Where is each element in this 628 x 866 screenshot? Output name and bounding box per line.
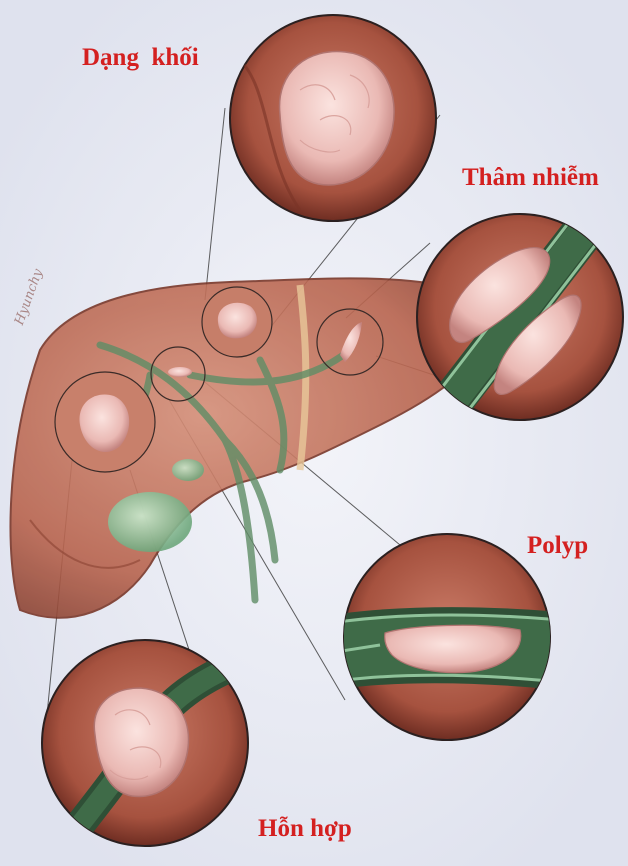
gallbladder-neck [172,459,204,481]
label-mixed-type: Hỗn hợp [258,815,352,842]
marker-infiltrative [316,308,384,376]
label-polyp-type: Polyp [527,532,589,559]
zoom-circle-polyp [343,533,551,741]
zoom-circle-infiltrative [416,213,624,421]
label-mass-type: Dạng khối [82,44,199,71]
marker-polyp [150,346,206,402]
marker-mixed-tumor [79,394,130,452]
zoom-circle-mixed [41,639,249,847]
marker-mass-tumor [217,302,257,339]
marker-infiltrative-tumor [340,322,362,362]
zoom-circle-mass [229,14,437,222]
marker-polyp-tumor [168,367,192,377]
label-infiltrative-type: Thâm nhiễm [462,164,599,191]
gallbladder [108,492,192,552]
